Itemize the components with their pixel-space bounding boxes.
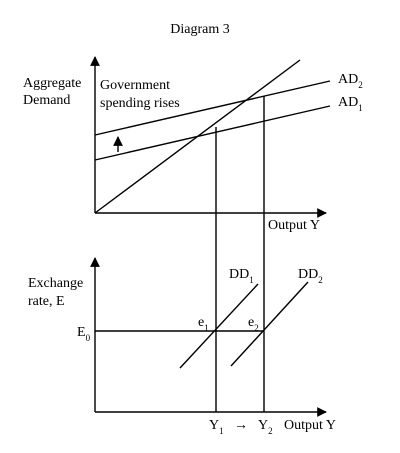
ad1-label: AD1 [338,95,363,113]
dd1-label: DD1 [229,267,254,285]
ad2-line [94,80,331,136]
dd2-label: DD2 [298,267,323,285]
y1-to-y2-arrow: → [234,418,248,433]
top-y-axis-label-line1: Aggregate [23,76,81,91]
ad2-label: AD2 [338,72,363,90]
e1-label: e1 [198,315,209,333]
dd1-line [179,283,259,369]
top-panel: Aggregate Demand Government spending ris… [23,56,363,233]
bottom-y-axis-label-line1: Exchange [28,276,83,291]
e0-label: E0 [77,325,91,343]
bottom-y-axis-label-line2: rate, E [28,294,65,309]
bottom-panel: Exchange rate, E E0 DD1 DD2 e1 e2 Y1 → Y… [28,257,336,436]
y1-label: Y1 [209,418,224,436]
government-spending-annotation-line2: spending rises [100,96,180,111]
e2-label: e2 [248,315,259,333]
y2-label: Y2 [258,418,273,436]
top-x-axis-label: Output Y [268,218,320,233]
government-spending-annotation-line1: Government [100,78,170,93]
ad1-line [94,105,331,161]
dd2-line [230,281,309,367]
bottom-x-axis-label: Output Y [284,418,336,433]
top-y-axis-label-line2: Demand [23,93,70,108]
diagram-title: Diagram 3 [170,22,229,37]
